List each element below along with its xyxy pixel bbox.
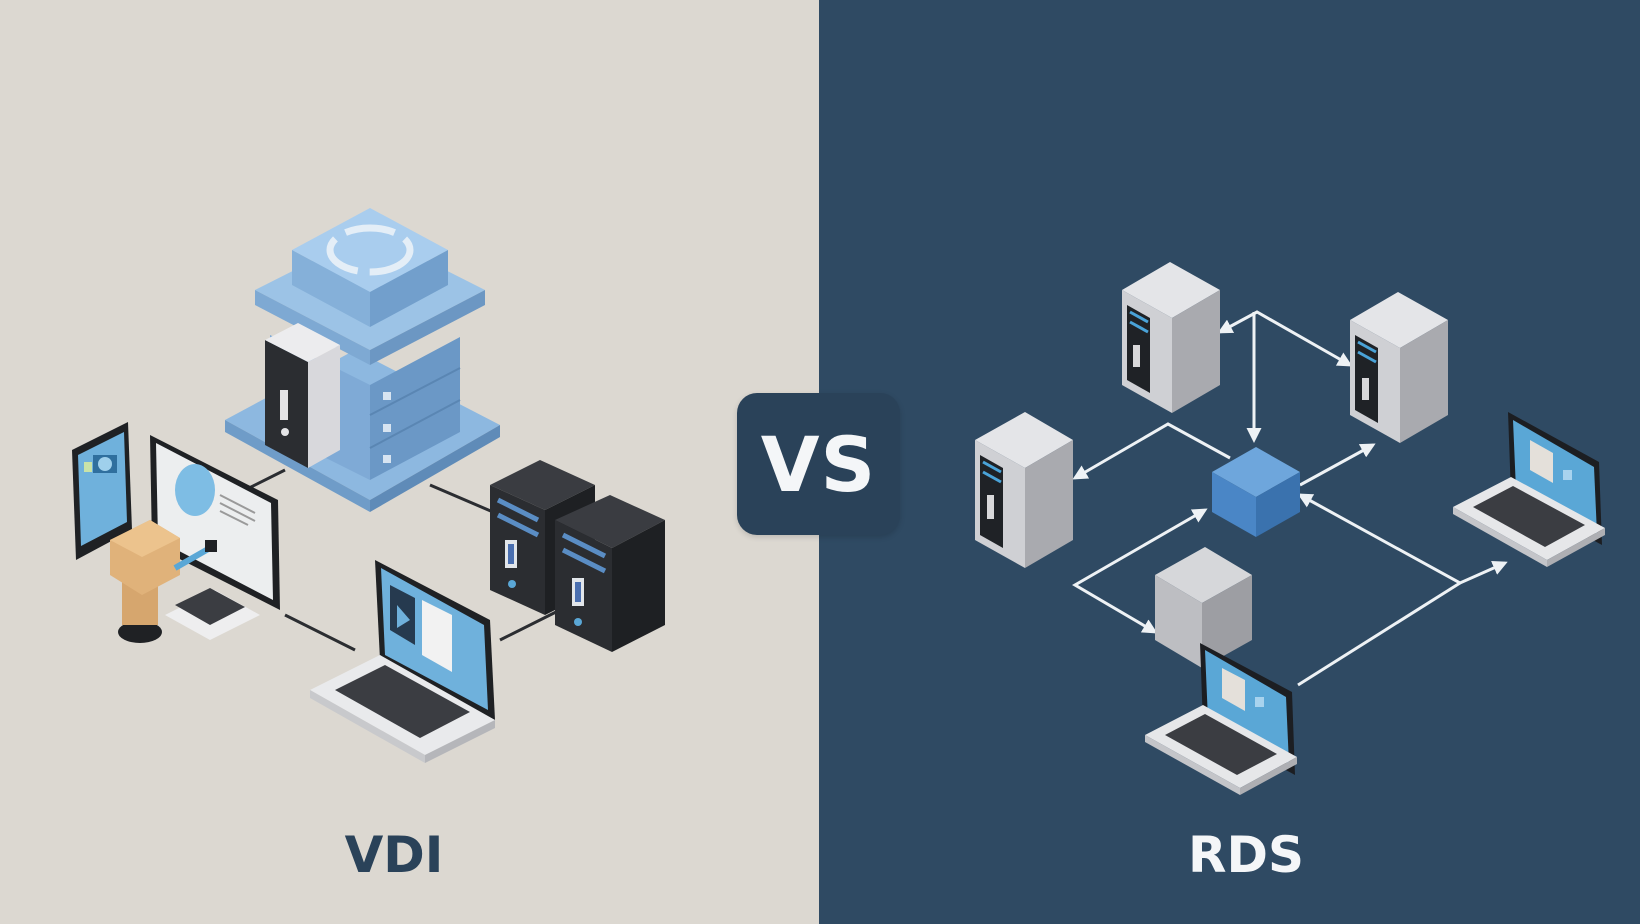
gray-tower-server-left-icon: [975, 412, 1073, 568]
desktop-monitor-icon: [150, 435, 280, 610]
gray-tower-server-right-icon: [1350, 292, 1448, 443]
rds-arrows: [1072, 310, 1508, 687]
vdi-title: VDI: [344, 826, 444, 884]
black-tower-server-2-icon: [555, 495, 665, 652]
hub-cube-icon: [1212, 447, 1300, 537]
vs-label: VS: [760, 419, 877, 509]
vs-badge: VS: [737, 393, 900, 535]
gray-tower-server-top-icon: [1122, 262, 1220, 413]
laptop-play-icon: [310, 560, 495, 763]
rds-title: RDS: [1187, 826, 1304, 884]
hypervisor-server-stack-icon: [225, 208, 500, 512]
laptop-right-icon: [1453, 412, 1605, 567]
robotic-arm-icon: [110, 520, 260, 643]
tablet-icon: [72, 422, 132, 560]
gray-block-icon: [1155, 547, 1252, 668]
laptop-bottom-icon: [1145, 643, 1297, 795]
